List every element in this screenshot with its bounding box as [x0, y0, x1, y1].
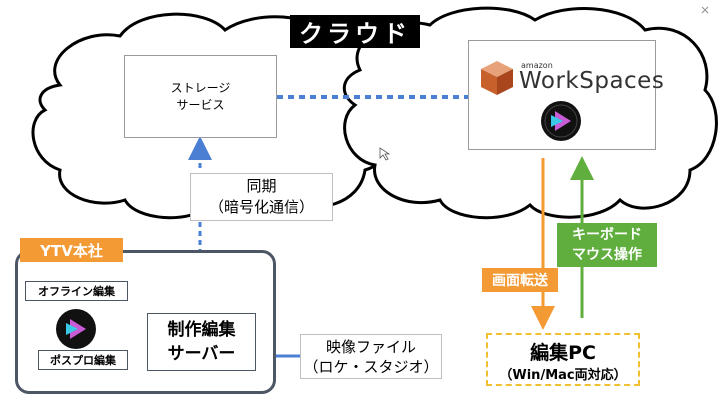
workspaces-label: WorkSpaces: [519, 68, 665, 94]
avid-logo-icon: [56, 309, 96, 349]
screen-transfer-label: 画面転送: [482, 268, 558, 292]
workspaces-box: amazon WorkSpaces: [468, 40, 664, 150]
kb-mouse-label: キーボード マウス操作: [557, 223, 657, 267]
sync-label: 同期 （暗号化通信）: [190, 173, 333, 221]
page-title: クラウド: [290, 15, 420, 48]
cursor-icon: [379, 147, 391, 161]
edit-pc-title: 編集PC: [530, 341, 596, 364]
hq-tag: YTV本社: [20, 238, 123, 262]
offline-edit-box: オフライン編集: [25, 281, 128, 301]
production-server-box: 制作編集 サーバー: [147, 313, 256, 371]
edit-pc-box: 編集PC （Win/Mac両対応）: [486, 333, 640, 386]
close-icon: [701, 6, 709, 14]
video-file-label: 映像ファイル （ロケ・スタジオ）: [300, 334, 442, 379]
storage-service-box: ストレージ サービス: [124, 55, 277, 138]
amazon-label: amazon: [521, 61, 553, 70]
postpro-edit-box: ポスプロ編集: [38, 350, 128, 370]
edit-pc-subtitle: （Win/Mac両対応）: [499, 367, 627, 383]
workspaces-cube-icon: [481, 61, 513, 95]
avid-logo-icon: [541, 101, 581, 141]
